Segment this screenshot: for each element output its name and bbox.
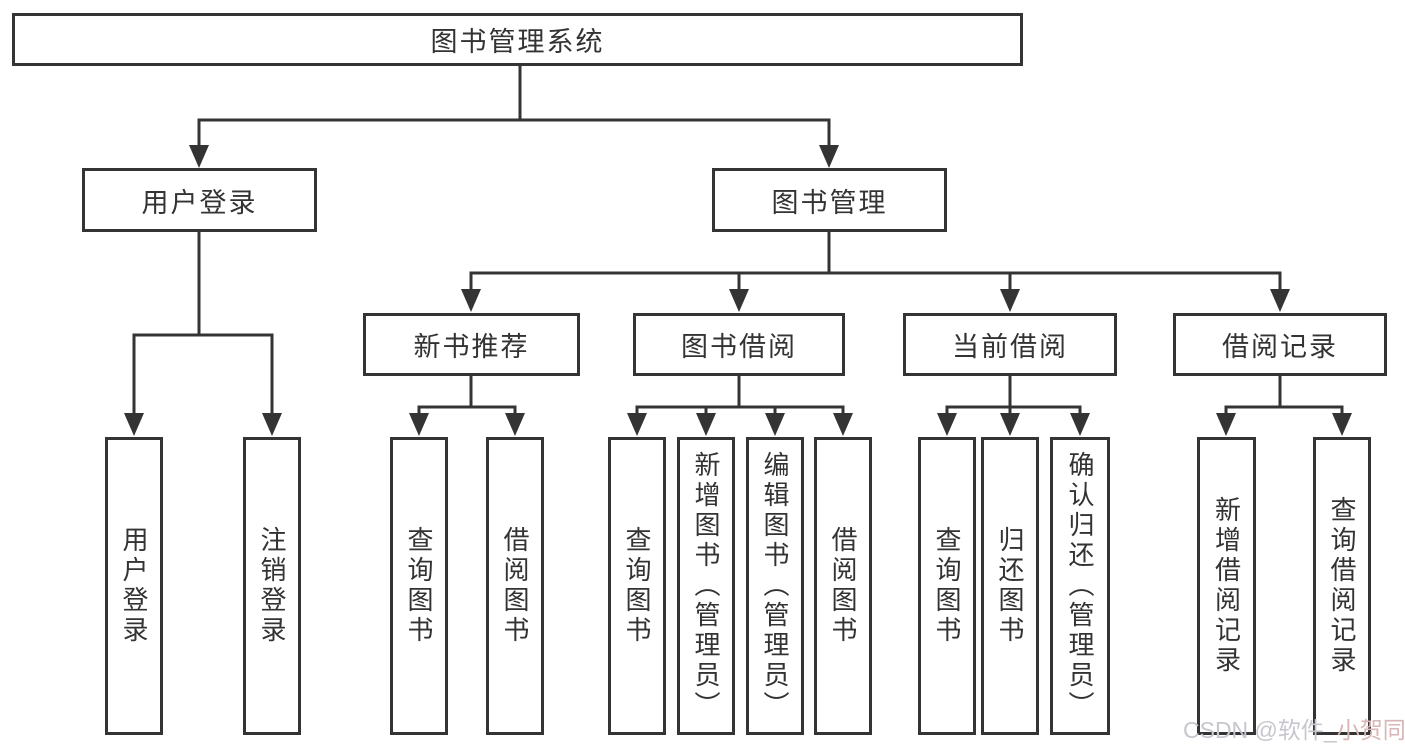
level3-rake-line xyxy=(469,271,1282,290)
node-user-login-branch: 用户登录 xyxy=(82,168,317,232)
node-label: 用户登录 xyxy=(141,187,258,218)
leaf-add-book-admin: 新增图书（管理员） xyxy=(677,437,735,735)
leaf-label: 查询借阅记录 xyxy=(1327,496,1357,676)
leaf-edit-book-admin: 编辑图书（管理员） xyxy=(746,437,804,735)
leaf-label: 用户登录 xyxy=(119,526,149,646)
leaf-query-books-1: 查询图书 xyxy=(390,437,448,735)
node-label: 图书管理 xyxy=(771,187,888,218)
leaf-user-login: 用户登录 xyxy=(105,437,163,735)
arrowhead-leaf-user-login xyxy=(124,413,144,436)
section3-rake xyxy=(945,405,1082,414)
leaf-add-borrow-record: 新增借阅记录 xyxy=(1197,437,1256,735)
node-label: 借阅记录 xyxy=(1222,332,1338,362)
node-book-management-branch: 图书管理 xyxy=(712,168,947,232)
leaf-label: 借阅图书 xyxy=(500,526,530,646)
node-label: 图书管理系统 xyxy=(430,27,605,57)
arrowhead-s2-query xyxy=(627,413,647,436)
leaf-label: 查询图书 xyxy=(404,526,434,646)
node-label: 新书推荐 xyxy=(413,332,530,362)
node-book-borrowing: 图书借阅 xyxy=(633,313,845,376)
node-label: 图书借阅 xyxy=(681,332,797,362)
leaf-label: 查询图书 xyxy=(932,526,962,646)
leaf-query-books-2: 查询图书 xyxy=(608,437,666,735)
arrowhead-s1-query xyxy=(409,413,429,436)
leaf-confirm-return-admin: 确认归还（管理员） xyxy=(1050,437,1110,735)
watermark-author: 小贺同学 xyxy=(1336,717,1405,743)
arrowhead-new-book xyxy=(461,289,481,312)
arrowhead-s3-return xyxy=(1000,413,1020,436)
leaf-label: 注销登录 xyxy=(257,526,287,646)
arrowhead-s4-query xyxy=(1332,413,1352,436)
leaf-borrow-books-2: 借阅图书 xyxy=(814,437,872,735)
arrowhead-book-management xyxy=(819,145,839,168)
level2-rake-line xyxy=(197,118,831,146)
arrowhead-borrow-records xyxy=(1270,289,1290,312)
leaf-label: 归还图书 xyxy=(995,526,1025,646)
leaf-query-books-3: 查询图书 xyxy=(918,437,976,735)
leaf-label: 确认归还（管理员） xyxy=(1065,451,1095,721)
section1-rake xyxy=(417,405,517,414)
node-borrowing-records: 借阅记录 xyxy=(1173,313,1387,376)
arrowhead-book-borrow xyxy=(729,289,749,312)
leaf-query-borrow-record: 查询借阅记录 xyxy=(1313,437,1371,735)
node-new-book-recommendation: 新书推荐 xyxy=(363,313,580,376)
arrowhead-s4-add xyxy=(1216,413,1236,436)
arrowhead-user-login xyxy=(189,145,209,168)
arrowhead-leaf-logout xyxy=(262,413,282,436)
section4-rake xyxy=(1224,405,1344,414)
arrowhead-s2-add xyxy=(696,413,716,436)
login-branch-rake xyxy=(132,333,274,414)
leaf-label: 借阅图书 xyxy=(828,526,858,646)
arrowhead-s1-borrow xyxy=(505,413,525,436)
arrowhead-current-borrow xyxy=(1000,289,1020,312)
node-library-management-system: 图书管理系统 xyxy=(12,13,1023,66)
arrowhead-s2-borrow xyxy=(833,413,853,436)
watermark: CSDN @软件_小贺同学 xyxy=(1183,711,1405,745)
section2-rake xyxy=(635,405,845,414)
node-label: 当前借阅 xyxy=(952,332,1068,362)
arrowhead-s3-query xyxy=(937,413,957,436)
watermark-site: CSDN @软件_ xyxy=(1183,717,1337,743)
leaf-label: 新增借阅记录 xyxy=(1211,496,1242,676)
leaf-logout: 注销登录 xyxy=(243,437,301,735)
node-current-borrowing: 当前借阅 xyxy=(903,313,1117,376)
arrowhead-s2-edit xyxy=(765,413,785,436)
leaf-label: 查询图书 xyxy=(622,526,652,646)
leaf-return-books: 归还图书 xyxy=(981,437,1039,735)
leaf-borrow-books-1: 借阅图书 xyxy=(486,437,544,735)
leaf-label: 新增图书（管理员） xyxy=(691,451,721,721)
arrowhead-s3-confirm xyxy=(1070,413,1090,436)
leaf-label: 编辑图书（管理员） xyxy=(760,451,790,721)
